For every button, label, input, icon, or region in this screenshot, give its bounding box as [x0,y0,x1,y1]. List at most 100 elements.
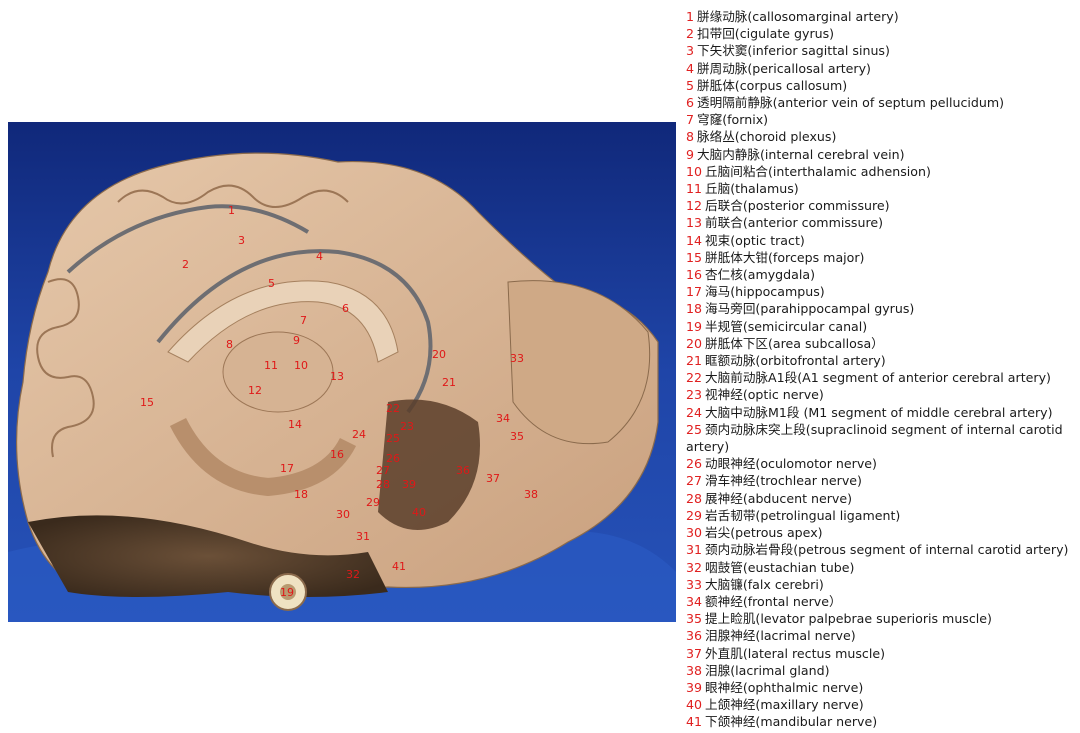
callout-33: 33 [510,352,524,365]
legend-text: 上颌神经(maxillary nerve) [705,697,864,713]
legend-text: 前联合(anterior commissure) [705,215,884,231]
legend-number: 17 [686,284,703,300]
legend-number: 18 [686,301,703,317]
callout-18: 18 [294,488,308,501]
legend-text: 岩舌韧带(petrolingual ligament) [705,507,901,523]
callout-24: 24 [352,428,366,441]
cavernous-region [378,399,480,530]
legend-number: 41 [686,714,703,730]
callout-26: 26 [386,452,400,465]
legend-text: 咽鼓管(eustachian tube) [705,559,855,575]
legend-text: 下矢状窦(inferior sagittal sinus) [697,43,890,59]
legend-text: 胼胝体下区(area subcallosa） [705,335,884,351]
legend-number: 10 [686,163,703,179]
legend-number: 9 [686,146,695,162]
legend-text: 大脑内静脉(internal cerebral vein) [697,146,905,162]
legend-text: 大脑前动脉A1段(A1 segment of anterior cerebral… [705,370,1051,386]
pericallosal-artery [156,249,433,414]
legend-text: 丘脑(thalamus) [705,181,799,197]
legend-text: 视束(optic tract) [705,232,805,248]
callout-10: 10 [294,359,308,372]
callout-32: 32 [346,568,360,581]
legend-number: 13 [686,215,703,231]
callout-17: 17 [280,462,294,475]
callout-20: 20 [432,348,446,361]
legend-number: 40 [686,697,703,713]
legend-number: 8 [686,129,695,145]
callout-34: 34 [496,412,510,425]
callout-7: 7 [300,314,307,327]
legend-text: 视神经(optic nerve) [705,387,824,403]
legend-text: 岩尖(petrous apex) [705,525,823,541]
thalamus [222,331,334,413]
callout-14: 14 [288,418,302,431]
legend-text: 透明隔前静脉(anterior vein of septum pellucidu… [697,95,1005,111]
legend-text: 大脑中动脉M1段 (M1 segment of middle cerebral … [705,404,1053,420]
legend-number: 29 [686,507,703,523]
legend-number: 24 [686,404,703,420]
callout-36: 36 [456,464,470,477]
callout-27: 27 [376,464,390,477]
legend-number: 37 [686,645,703,661]
legend-text: 胼胝体(corpus callosum) [697,77,848,93]
legend-number: 5 [686,77,695,93]
corpus-callosum [167,280,399,363]
legend-text: 下颌神经(mandibular nerve) [705,714,878,730]
legend-text: 颈内动脉岩骨段(petrous segment of internal caro… [705,542,1069,558]
legend-number: 1 [686,9,695,24]
callout-9: 9 [293,334,300,347]
legend-text: 动眼神经(oculomotor nerve) [705,456,877,472]
legend-text: 提上睑肌(levator palpebrae superioris muscle… [705,611,992,627]
legend-text: 海马旁回(parahippocampal gyrus) [705,301,915,317]
callout-15: 15 [140,396,154,409]
legend-number: 26 [686,456,703,472]
legend-number: 39 [686,679,703,695]
legend-text: 滑车神经(trochlear nerve) [705,473,862,489]
legend-number: 3 [686,43,695,59]
legend-number: 35 [686,611,703,627]
legend-number: 7 [686,112,695,128]
callout-19: 19 [280,586,294,599]
callout-8: 8 [226,338,233,351]
callout-35: 35 [510,430,524,443]
legend-number: 31 [686,542,703,558]
legend-number: 2 [686,26,695,42]
hippocampus-band [169,417,357,497]
callout-30: 30 [336,508,350,521]
legend-text: 丘脑间粘合(interthalamic adhension) [705,163,931,179]
callout-2: 2 [182,258,189,271]
legend-text: 泪腺神经(lacrimal nerve) [705,628,856,644]
callout-11: 11 [264,359,278,372]
legend-number: 34 [686,593,703,609]
callout-1: 1 [228,204,235,217]
legend-number: 11 [686,181,703,197]
legend-text: 外直肌(lateral rectus muscle) [705,645,885,661]
legend-text: 胼缘动脉(callosomarginal artery) [697,9,899,24]
legend-number: 16 [686,267,703,283]
callosomarginal-artery [66,204,310,274]
callout-41: 41 [392,560,406,573]
legend-number: 19 [686,318,703,334]
